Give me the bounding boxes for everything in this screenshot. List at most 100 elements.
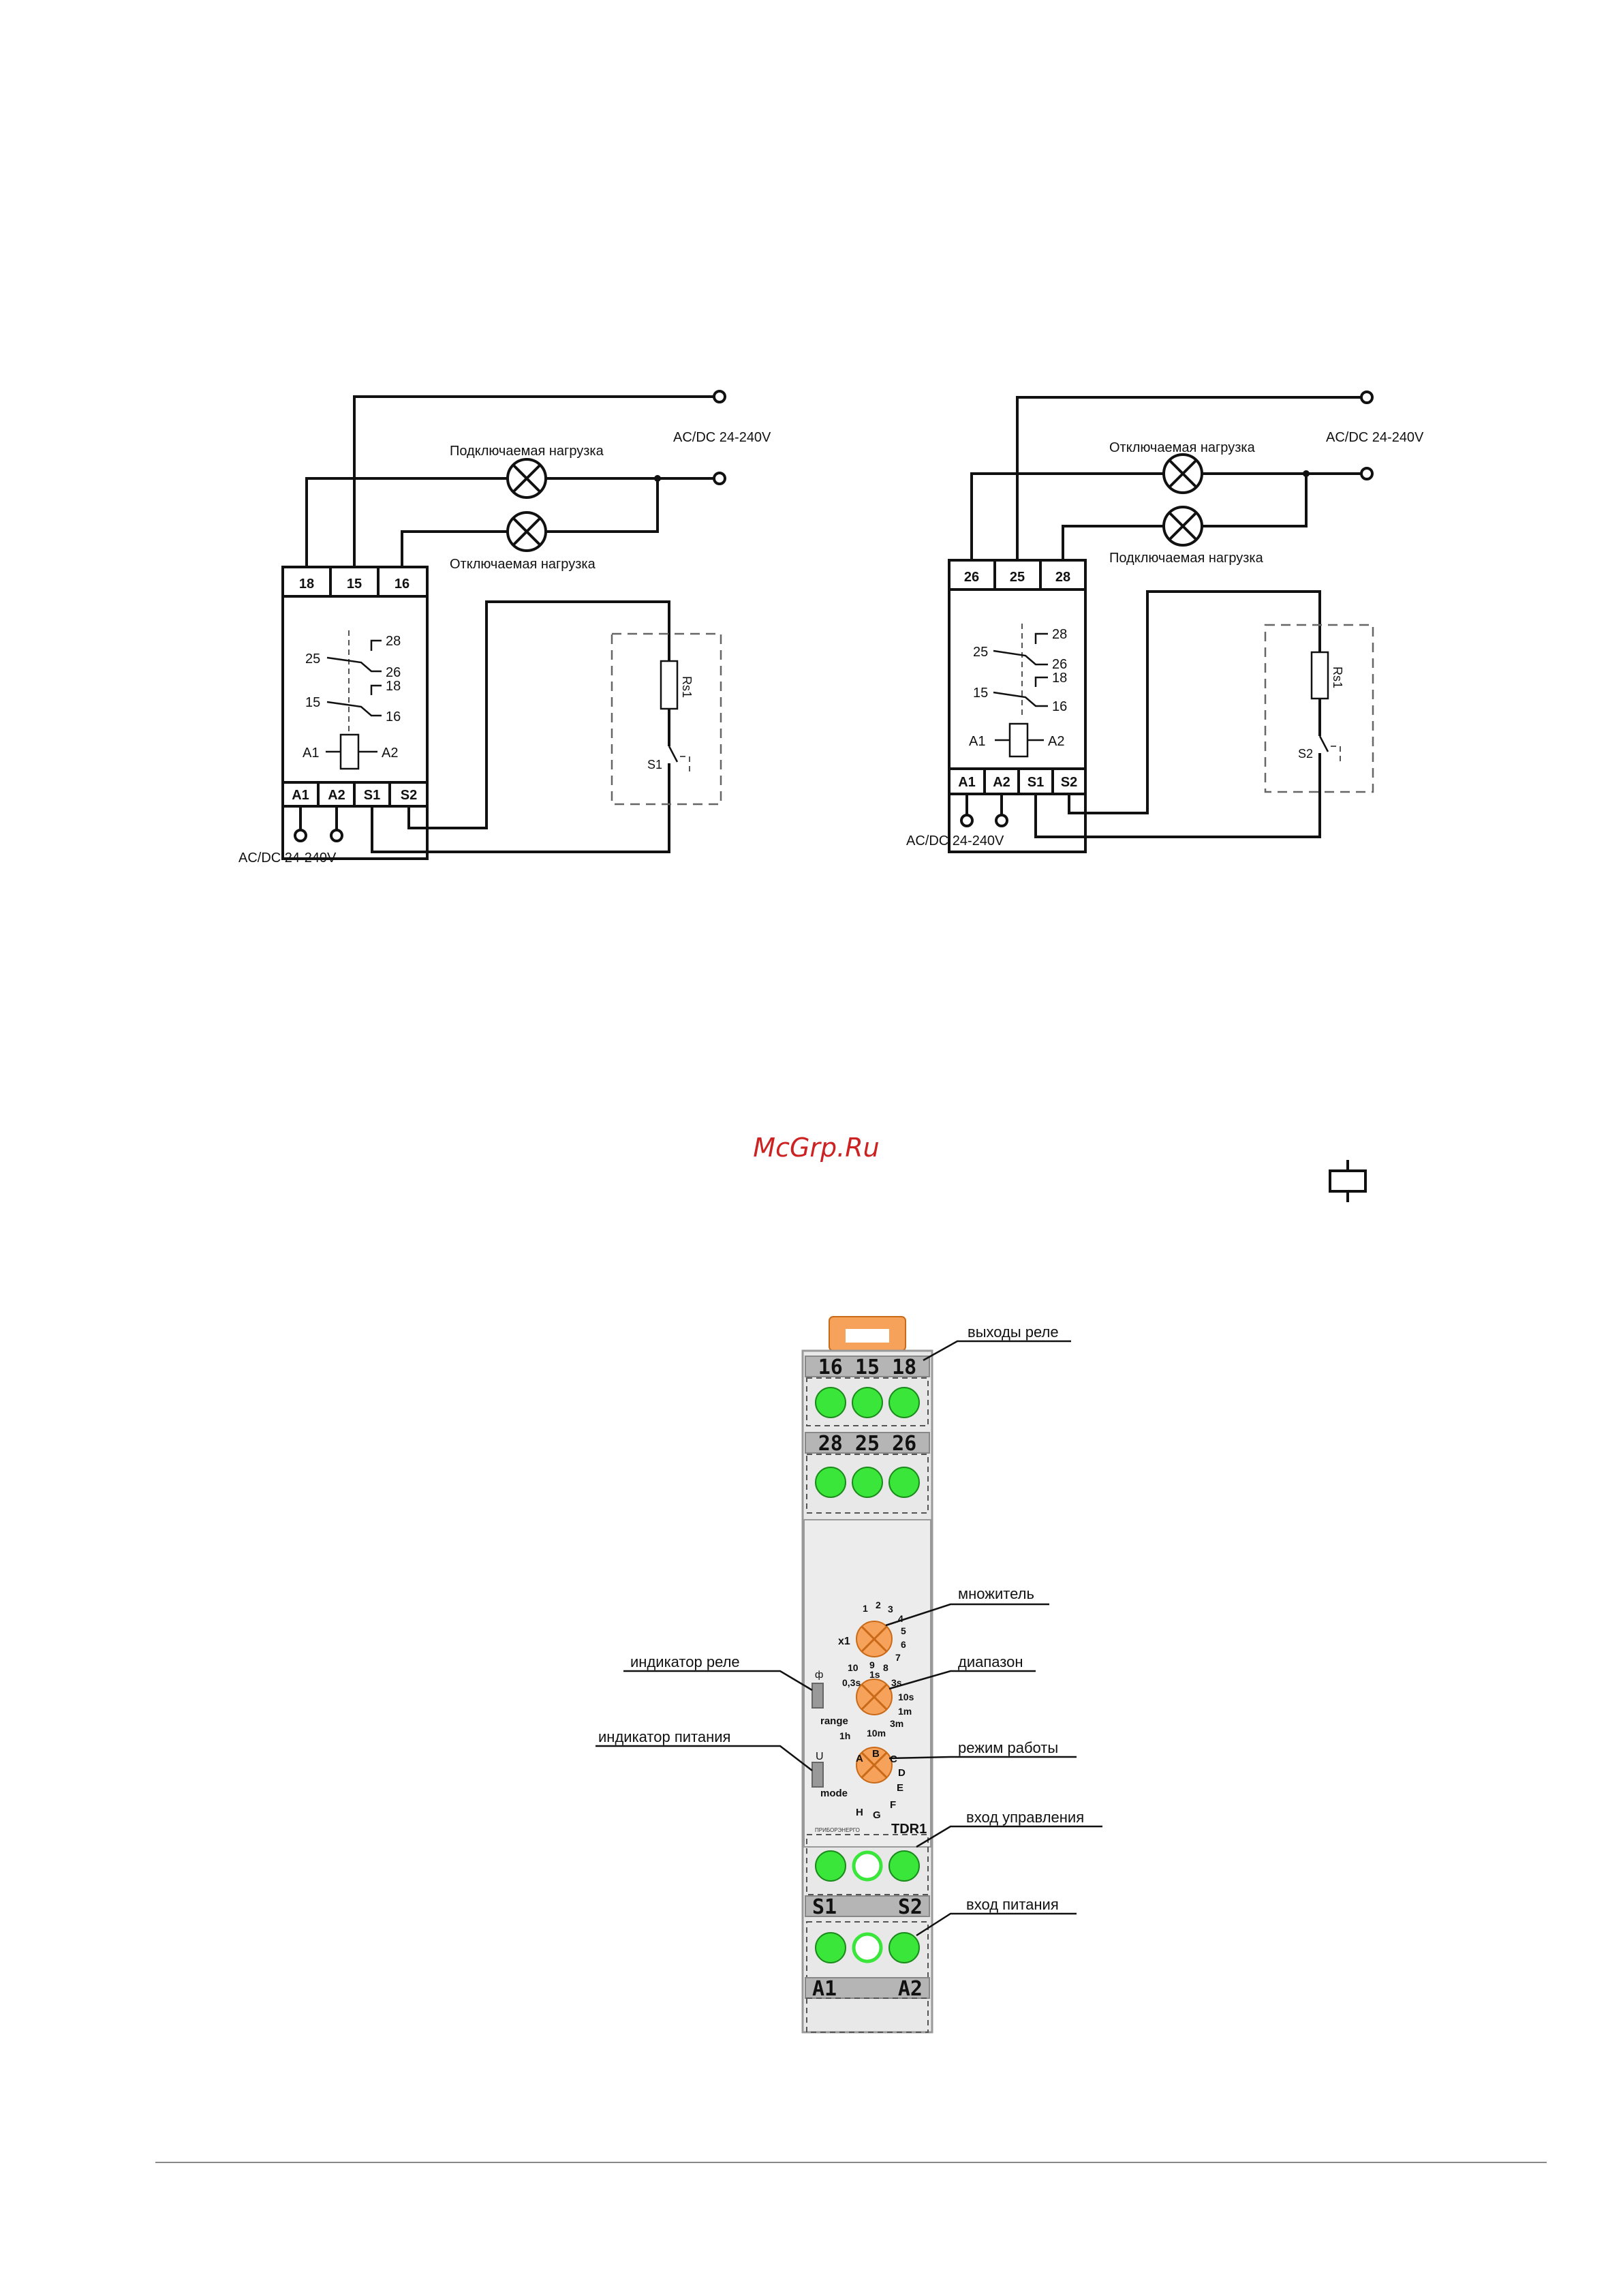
left-contact-25: 25 (305, 652, 320, 667)
screw-28 (815, 1467, 846, 1498)
screw-s1 (815, 1850, 846, 1882)
link-screw-icon (852, 1850, 883, 1882)
mode-tick-c: C (890, 1754, 897, 1765)
right-term-s2: S2 (1061, 775, 1077, 790)
device-tdr1: 16 15 18 28 25 26 x1 1 2 3 4 5 6 7 8 9 1… (801, 1316, 933, 2034)
right-coil-a2: A2 (1048, 734, 1064, 749)
left-supply-a1-terminal (294, 829, 307, 842)
right-supply-a1-terminal (960, 814, 974, 827)
left-contact-26: 26 (386, 665, 401, 680)
left-supply-label-bottom: AC/DC 24-240V (238, 851, 337, 866)
mult-tick-2: 2 (876, 1599, 881, 1610)
range-tick-03s: 0,3s (842, 1677, 861, 1688)
screw-a2 (888, 1932, 920, 1963)
mode-tick-a: A (856, 1753, 863, 1764)
left-term-s2: S2 (401, 788, 417, 803)
callout-power-input: вход питания (966, 1896, 1059, 1913)
right-supply-terminal-top (1360, 391, 1374, 404)
right-resistor (1310, 651, 1329, 700)
s2-label: S2 (898, 1895, 923, 1919)
left-supply-a2-terminal (330, 829, 343, 842)
relay-coil-symbol (1329, 1160, 1367, 1202)
right-sensor-box (1264, 624, 1374, 793)
right-supply-label-top: AC/DC 24-240V (1326, 430, 1424, 445)
mult-tick-1: 1 (863, 1603, 868, 1614)
right-contact-26: 26 (1052, 657, 1067, 672)
right-supply-terminal-mid (1360, 467, 1374, 480)
range-tick-3m: 3m (890, 1718, 903, 1729)
callout-relay-indicator: индикатор реле (630, 1653, 740, 1670)
callout-range: диапазон (958, 1653, 1023, 1670)
right-contact-16: 16 (1052, 699, 1067, 714)
left-switch-label: S1 (647, 758, 662, 771)
screw-16 (815, 1387, 846, 1418)
mode-tick-b: B (872, 1748, 880, 1760)
right-coil (1008, 722, 1029, 758)
brand-logo-text: ПРИБОРЭНЕРГО (815, 1827, 860, 1833)
left-sensor-box (610, 632, 722, 806)
right-supply-label-bottom: AC/DC 24-240V (906, 833, 1004, 848)
screw-15 (852, 1387, 883, 1418)
mult-tick-6: 6 (901, 1639, 906, 1650)
top-terminal-row-2-label: 28 25 26 (818, 1432, 917, 1456)
mult-tick-10: 10 (848, 1662, 859, 1673)
right-coil-a1: A1 (969, 734, 985, 749)
right-term-a1: A1 (958, 775, 976, 790)
right-term-a2: A2 (993, 775, 1010, 790)
left-term-a1: A1 (292, 788, 309, 803)
left-supply-label-top: AC/DC 24-240V (673, 430, 771, 445)
multiplier-prefix: x1 (838, 1636, 850, 1647)
mode-tick-d: D (898, 1767, 906, 1779)
a2-label: A2 (898, 1977, 923, 2001)
right-load-top-label: Отключаемая нагрузка (1109, 440, 1256, 455)
range-tick-1m: 1m (898, 1706, 912, 1717)
range-tick-1s: 1s (869, 1669, 880, 1680)
left-relay-box (281, 566, 429, 860)
callout-control-input: вход управления (966, 1809, 1084, 1826)
left-contact-18: 18 (386, 679, 401, 694)
right-supply-a2-terminal (995, 814, 1008, 827)
right-switch-label: S2 (1298, 747, 1313, 761)
left-term-15: 15 (347, 577, 362, 592)
mult-tick-9: 9 (869, 1659, 875, 1670)
right-contact-18: 18 (1052, 671, 1067, 686)
range-tick-10s: 10s (898, 1692, 914, 1702)
callouts: выходы реле множитель диапазон режим раб… (596, 1323, 1102, 1937)
s1-label: S1 (812, 1895, 837, 1919)
left-contact-28: 28 (386, 634, 401, 649)
left-contact-16: 16 (386, 709, 401, 724)
mult-tick-8: 8 (883, 1662, 888, 1673)
left-term-16: 16 (395, 577, 409, 592)
left-coil-a2: A2 (382, 746, 398, 761)
left-coil (339, 733, 360, 770)
mult-tick-4: 4 (898, 1613, 903, 1624)
left-supply-terminal-mid (713, 472, 726, 485)
left-resistor-label: Rs1 (680, 676, 694, 698)
left-load-bottom-label: Отключаемая нагрузка (450, 557, 596, 572)
left-wiring-diagram: 18 15 16 A1 A2 S1 S2 28 25 26 18 15 16 A… (238, 390, 771, 866)
right-term-s1: S1 (1027, 775, 1044, 790)
range-label: range (820, 1715, 848, 1727)
mode-tick-e: E (897, 1782, 903, 1794)
left-term-s1: S1 (364, 788, 380, 803)
watermark: McGrp.Ru (753, 1133, 879, 1163)
callout-mode: режим работы (958, 1739, 1058, 1756)
right-term-25: 25 (1010, 570, 1025, 585)
left-contact-15: 15 (305, 695, 320, 710)
right-resistor-label: Rs1 (1331, 667, 1344, 688)
left-term-18: 18 (299, 577, 314, 592)
mult-tick-7: 7 (895, 1652, 901, 1663)
left-coil-a1: A1 (303, 746, 319, 761)
right-term-28: 28 (1055, 570, 1070, 585)
mult-tick-5: 5 (901, 1625, 906, 1636)
right-load-bottom-label: Подключаемая нагрузка (1109, 551, 1264, 566)
callout-multiplier: множитель (958, 1585, 1034, 1602)
relay-indicator-led (812, 1683, 824, 1709)
range-tick-10m: 10m (867, 1728, 886, 1739)
right-contact-28: 28 (1052, 627, 1067, 642)
mult-tick-3: 3 (888, 1604, 893, 1614)
callout-relay-outputs: выходы реле (968, 1323, 1059, 1341)
screw-18 (888, 1387, 920, 1418)
power-led-symbol: U (816, 1751, 824, 1762)
